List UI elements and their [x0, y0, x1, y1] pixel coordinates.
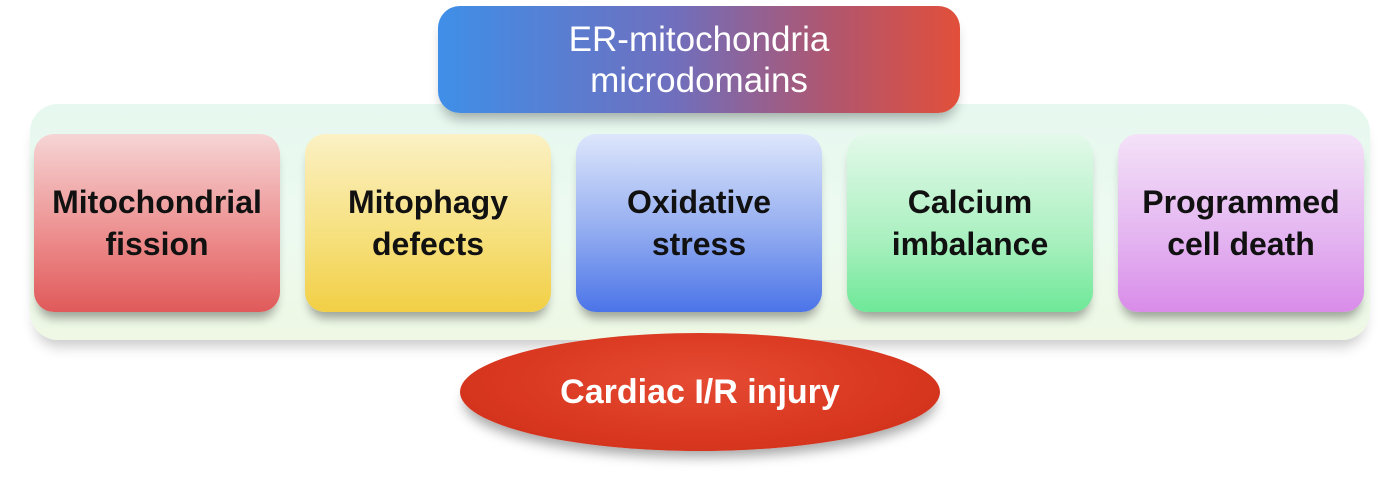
node-label-line-1: Mitophagy — [348, 184, 508, 220]
node-label-line-1: Mitochondrial — [52, 184, 262, 220]
mitophagy-defects-node: Mitophagy defects — [305, 134, 551, 312]
node-label-line-1: Oxidative — [626, 184, 772, 220]
header-line-1: ER-mitochondria — [568, 19, 830, 59]
er-mitochondria-node: ER-mitochondria microdomains — [438, 6, 960, 113]
node-label-line-2: fission — [105, 226, 209, 262]
node-label-line-2: imbalance — [891, 226, 1049, 262]
node-label-line-2: defects — [371, 226, 485, 262]
calcium-imbalance-node: Calcium imbalance — [847, 134, 1093, 312]
header-line-2: microdomains — [590, 60, 808, 100]
node-label-line-1: Calcium — [907, 184, 1033, 220]
node-label-line-1: Programmed — [1142, 184, 1340, 220]
mitochondrial-fission-node: Mitochondrial fission — [34, 134, 280, 312]
node-label-line-2: cell death — [1167, 226, 1315, 262]
outcome-label: Cardiac I/R injury — [560, 372, 840, 411]
node-label-line-2: stress — [651, 226, 747, 262]
cardiac-ir-injury-node: Cardiac I/R injury — [460, 333, 940, 451]
programmed-cell-death-node: Programmed cell death — [1118, 134, 1364, 312]
oxidative-stress-node: Oxidative stress — [576, 134, 822, 312]
